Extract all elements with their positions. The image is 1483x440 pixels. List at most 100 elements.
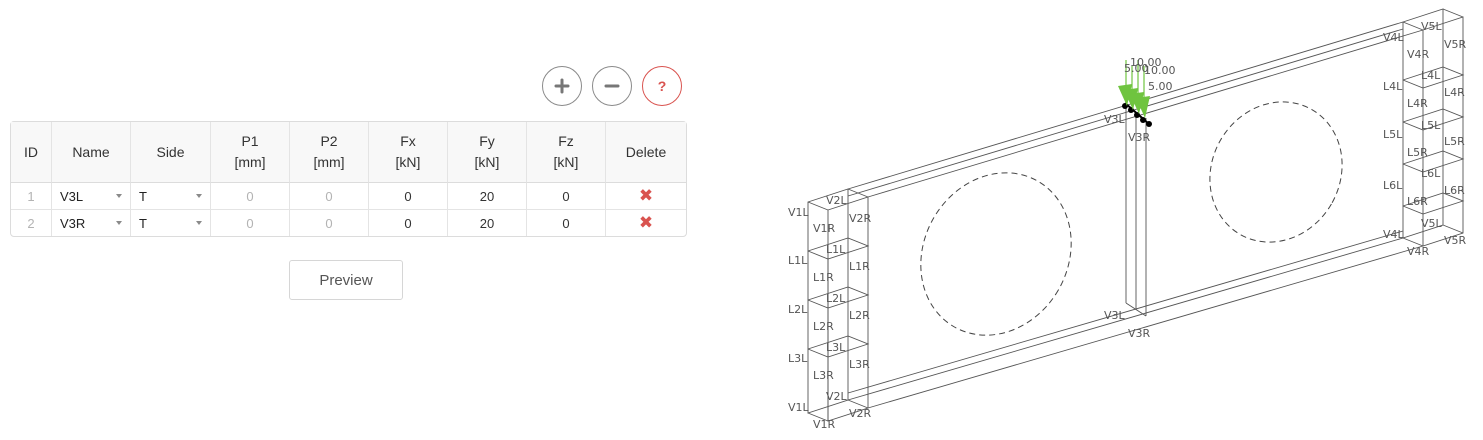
header-p1: P1[mm]	[211, 122, 290, 183]
header-side: Side	[131, 122, 211, 183]
close-icon: ✖	[638, 213, 654, 232]
element-label: V2R	[849, 407, 872, 420]
element-label: V2L	[826, 390, 848, 403]
header-fx: Fx[kN]	[369, 122, 448, 183]
element-label: L3L	[826, 341, 846, 354]
element-label: L4L	[1383, 80, 1403, 93]
element-label: V4R	[1407, 48, 1430, 61]
element-label: L4R	[1444, 86, 1465, 99]
table-row: 1 V3L T 0 0 0 20 0 ✖	[11, 183, 686, 210]
element-label: L2L	[826, 292, 846, 305]
header-id: ID	[11, 122, 52, 183]
delete-row-button[interactable]: ✖	[606, 183, 686, 210]
element-labels: V1L V2L V2R V1R L1L L1L L1R L1R L2L L2L …	[788, 20, 1467, 431]
element-label: V5L	[1421, 217, 1443, 230]
element-label: V4L	[1383, 31, 1405, 44]
row-id: 1	[11, 183, 52, 210]
element-label: L2L	[788, 303, 808, 316]
web-opening-left	[920, 172, 1072, 336]
element-label: V1R	[813, 222, 836, 235]
beam-wireframe	[807, 8, 1465, 422]
load-label: 10.00	[1144, 64, 1176, 77]
element-label: V3R	[1128, 327, 1151, 340]
header-delete: Delete	[606, 122, 686, 183]
element-label: V1R	[813, 418, 836, 431]
load-label: 10.00	[1130, 56, 1162, 69]
p2-field[interactable]: 0	[290, 210, 369, 236]
plus-icon	[554, 78, 570, 94]
element-label: V5L	[1421, 20, 1443, 33]
load-node	[1140, 117, 1146, 123]
element-label: L4R	[1407, 97, 1428, 110]
header-fz: Fz[kN]	[527, 122, 606, 183]
load-node	[1134, 112, 1140, 118]
table-header-row: ID Name Side P1[mm] P2[mm] Fx[kN] Fy[kN]…	[11, 122, 686, 183]
name-select[interactable]: V3R	[52, 210, 131, 236]
preview-button[interactable]: Preview	[289, 260, 403, 300]
help-icon: ?	[657, 78, 667, 94]
web-opening-right	[1209, 101, 1343, 243]
load-label: 5.00	[1124, 62, 1149, 75]
add-row-button[interactable]	[542, 66, 582, 106]
element-label: L1L	[826, 243, 846, 256]
fx-field[interactable]: 0	[369, 210, 448, 236]
3d-preview-view[interactable]: 10.00 5.00 10.00 5.00 V1L V2L V2R V1R L1…	[740, 0, 1483, 440]
element-label: L5R	[1444, 135, 1465, 148]
minus-icon	[604, 84, 620, 88]
row-id: 2	[11, 210, 52, 236]
loads-table: ID Name Side P1[mm] P2[mm] Fx[kN] Fy[kN]…	[10, 121, 687, 237]
header-fy: Fy[kN]	[448, 122, 527, 183]
help-button[interactable]: ?	[642, 66, 682, 106]
element-label: V2L	[826, 194, 848, 207]
p1-field[interactable]: 0	[211, 210, 290, 236]
side-select[interactable]: T	[131, 183, 211, 210]
load-label: 5.00	[1148, 80, 1173, 93]
element-label: L2R	[849, 309, 870, 322]
element-label: L1L	[788, 254, 808, 267]
fx-field[interactable]: 0	[369, 183, 448, 210]
element-label: V5R	[1444, 234, 1467, 247]
chevron-down-icon	[116, 221, 122, 225]
close-icon: ✖	[638, 186, 654, 205]
element-label: L5L	[1383, 128, 1403, 141]
header-p2: P2[mm]	[290, 122, 369, 183]
fy-field[interactable]: 20	[448, 183, 527, 210]
load-arrows: 10.00 5.00 10.00 5.00	[1118, 56, 1176, 127]
element-label: L6R	[1444, 184, 1465, 197]
table-row: 2 V3R T 0 0 0 20 0 ✖	[11, 210, 686, 236]
element-label: V3L	[1104, 113, 1126, 126]
fz-field[interactable]: 0	[527, 183, 606, 210]
side-select[interactable]: T	[131, 210, 211, 236]
p2-field[interactable]: 0	[290, 183, 369, 210]
element-label: V2R	[849, 212, 872, 225]
element-label: L5L	[1421, 119, 1441, 132]
element-label: V3R	[1128, 131, 1151, 144]
element-label: L3L	[788, 352, 808, 365]
element-label: L4L	[1421, 69, 1441, 82]
element-label: L6L	[1421, 167, 1441, 180]
p1-field[interactable]: 0	[211, 183, 290, 210]
load-node	[1146, 121, 1152, 127]
element-label: V3L	[1104, 309, 1126, 322]
name-select[interactable]: V3L	[52, 183, 131, 210]
element-label: L6L	[1383, 179, 1403, 192]
element-label: L6R	[1407, 195, 1428, 208]
element-label: V4R	[1407, 245, 1430, 258]
element-label: L2R	[813, 320, 834, 333]
chevron-down-icon	[196, 221, 202, 225]
delete-row-button[interactable]: ✖	[606, 210, 686, 236]
header-name: Name	[52, 122, 131, 183]
chevron-down-icon	[116, 194, 122, 198]
element-label: V1L	[788, 206, 810, 219]
fz-field[interactable]: 0	[527, 210, 606, 236]
remove-row-button[interactable]	[592, 66, 632, 106]
element-label: V5R	[1444, 38, 1467, 51]
element-label: V4L	[1383, 228, 1405, 241]
element-label: L3R	[849, 358, 870, 371]
fy-field[interactable]: 20	[448, 210, 527, 236]
element-label: L1R	[849, 260, 870, 273]
element-label: L3R	[813, 369, 834, 382]
chevron-down-icon	[196, 194, 202, 198]
element-label: V1L	[788, 401, 810, 414]
element-label: L1R	[813, 271, 834, 284]
